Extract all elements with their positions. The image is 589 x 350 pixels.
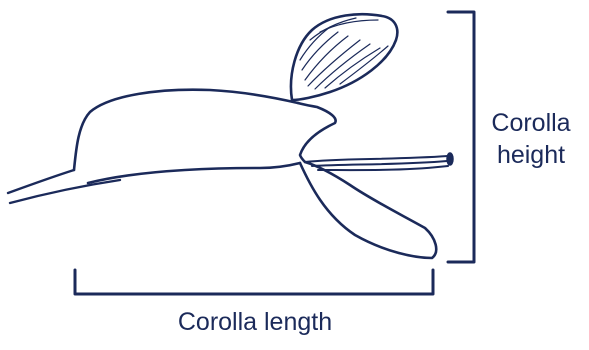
length-bracket bbox=[75, 270, 433, 294]
corolla-height-label: Corolla height bbox=[476, 107, 586, 171]
height-bracket bbox=[448, 12, 474, 262]
corolla-tube-upper bbox=[74, 90, 298, 170]
anther bbox=[447, 153, 453, 165]
stamen-1 bbox=[305, 156, 448, 162]
pedicel-lower bbox=[10, 180, 120, 203]
stamen-2 bbox=[312, 161, 447, 166]
upper-petal bbox=[291, 14, 397, 100]
flower-drawing bbox=[8, 14, 453, 258]
upper-lip bbox=[298, 103, 336, 162]
stamen-3 bbox=[318, 166, 448, 170]
lower-petal bbox=[300, 162, 436, 258]
corolla-height-label-line1: Corolla bbox=[476, 107, 586, 139]
corolla-length-label: Corolla length bbox=[130, 306, 380, 338]
corolla-height-label-line2: height bbox=[476, 139, 586, 171]
